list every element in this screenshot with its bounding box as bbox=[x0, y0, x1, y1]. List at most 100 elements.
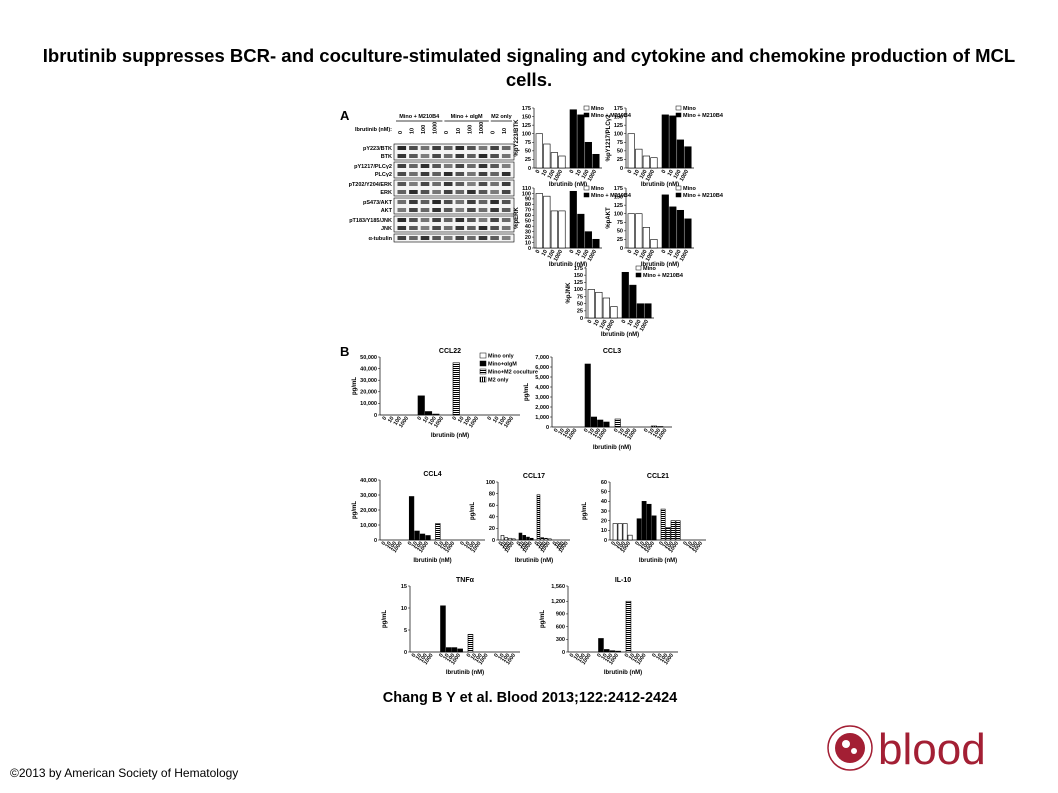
x-tick-label: 0 bbox=[487, 416, 494, 422]
x-axis-label: Ibrutinib (nM) bbox=[549, 262, 587, 268]
bar bbox=[417, 395, 425, 416]
y-tick-label: 0 bbox=[492, 538, 495, 544]
bar bbox=[615, 650, 621, 653]
y-tick-label: 25 bbox=[617, 157, 623, 163]
bar bbox=[650, 425, 657, 428]
blot-band-label: PLCγ2 bbox=[375, 172, 392, 178]
blot-dose-tick: 10 bbox=[502, 128, 508, 134]
chart-title: CCL17 bbox=[523, 473, 545, 480]
y-tick-label: 1,200 bbox=[551, 599, 565, 605]
x-tick-label: 1000 bbox=[605, 319, 616, 333]
x-tick-label: 0 bbox=[682, 541, 689, 547]
y-tick-label: 25 bbox=[577, 309, 583, 315]
blot-band bbox=[490, 172, 499, 176]
bar bbox=[558, 155, 566, 169]
y-tick-label: 50 bbox=[525, 149, 531, 155]
legend-label: Mino + M210B4 bbox=[683, 193, 724, 199]
y-axis-label: %pERK bbox=[514, 207, 520, 229]
blot-band-label: α-tubulin bbox=[368, 236, 392, 242]
blot-band-label: ERK bbox=[380, 190, 392, 196]
y-tick-label: 40 bbox=[525, 224, 531, 230]
blot-band bbox=[397, 226, 407, 230]
x-tick-label: 10 bbox=[384, 541, 392, 549]
blood-wordmark: blood bbox=[878, 725, 986, 774]
blot-band bbox=[443, 164, 453, 168]
bar bbox=[543, 195, 551, 249]
x-tick-label: 0 bbox=[535, 169, 542, 175]
x-tick-label: 10 bbox=[422, 416, 430, 424]
blood-drop-icon bbox=[835, 733, 865, 763]
bar bbox=[540, 537, 545, 541]
blot-band bbox=[397, 190, 407, 194]
blot-band bbox=[397, 146, 407, 150]
legend-label: Mino bbox=[591, 186, 604, 192]
x-axis-label: Ibrutinib (nM) bbox=[641, 262, 679, 268]
y-tick-label: 175 bbox=[574, 266, 583, 272]
x-tick-label: 0 bbox=[621, 319, 628, 325]
bar bbox=[452, 362, 460, 416]
x-tick-label: 0 bbox=[553, 428, 560, 434]
x-tick-label: 1000 bbox=[468, 416, 480, 429]
panel-b-label: B bbox=[340, 344, 349, 359]
x-tick-label: 10 bbox=[463, 541, 471, 549]
blot-band bbox=[501, 190, 511, 194]
bar bbox=[584, 231, 592, 249]
legend-swatch bbox=[675, 112, 682, 118]
y-tick-label: 5 bbox=[404, 628, 407, 634]
y-tick-label: 80 bbox=[525, 202, 531, 208]
bar bbox=[603, 421, 610, 428]
legend-swatch bbox=[675, 192, 682, 198]
blot-band bbox=[420, 200, 430, 204]
x-tick-label: 100 bbox=[538, 541, 548, 552]
y-tick-label: 15 bbox=[401, 584, 407, 590]
bar bbox=[642, 227, 650, 249]
x-tick-label: 100 bbox=[467, 541, 477, 552]
blot-band bbox=[409, 154, 418, 158]
x-axis-label: Ibrutinib (nM) bbox=[601, 332, 639, 338]
bar bbox=[635, 213, 643, 249]
x-tick-label: 0 bbox=[534, 541, 541, 547]
y-tick-label: 50 bbox=[577, 302, 583, 308]
blot-band bbox=[490, 208, 499, 212]
x-tick-label: 0 bbox=[417, 416, 424, 422]
x-tick-label: 10 bbox=[387, 416, 395, 424]
x-tick-label: 100 bbox=[428, 416, 438, 427]
bar bbox=[518, 532, 523, 541]
blot-band bbox=[443, 218, 453, 222]
blot-band bbox=[478, 208, 488, 212]
bar bbox=[627, 534, 633, 541]
legend-swatch bbox=[583, 112, 590, 118]
x-tick-label: 100 bbox=[441, 541, 451, 552]
blot-band bbox=[467, 200, 476, 204]
blot-band bbox=[467, 154, 476, 158]
bar bbox=[440, 605, 446, 653]
blot-band bbox=[432, 190, 441, 194]
bar bbox=[665, 527, 671, 541]
bar bbox=[569, 190, 577, 249]
bar bbox=[425, 535, 431, 541]
x-tick-label: 100 bbox=[581, 249, 591, 260]
y-tick-label: 50 bbox=[525, 219, 531, 225]
y-axis-label: %pY1217/PLCγ2 bbox=[606, 114, 612, 161]
blot-band bbox=[432, 164, 441, 168]
legend-swatch bbox=[675, 105, 682, 111]
y-tick-label: 10,000 bbox=[360, 401, 377, 407]
blot-band bbox=[467, 146, 476, 150]
blot-band bbox=[455, 236, 465, 240]
x-tick-label: 1000 bbox=[581, 653, 593, 666]
x-tick-label: 100 bbox=[689, 541, 699, 552]
blot-band bbox=[478, 146, 488, 150]
x-tick-label: 100 bbox=[498, 416, 508, 427]
x-tick-label: 0 bbox=[624, 653, 631, 659]
x-tick-label: 100 bbox=[556, 541, 566, 552]
x-tick-label: 100 bbox=[641, 541, 651, 552]
x-tick-label: 0 bbox=[651, 653, 658, 659]
legend-swatch bbox=[635, 272, 642, 278]
x-tick-label: 10 bbox=[628, 653, 636, 661]
y-tick-label: 300 bbox=[556, 637, 565, 643]
blot-band bbox=[443, 236, 453, 240]
x-tick-label: 10 bbox=[457, 416, 465, 424]
